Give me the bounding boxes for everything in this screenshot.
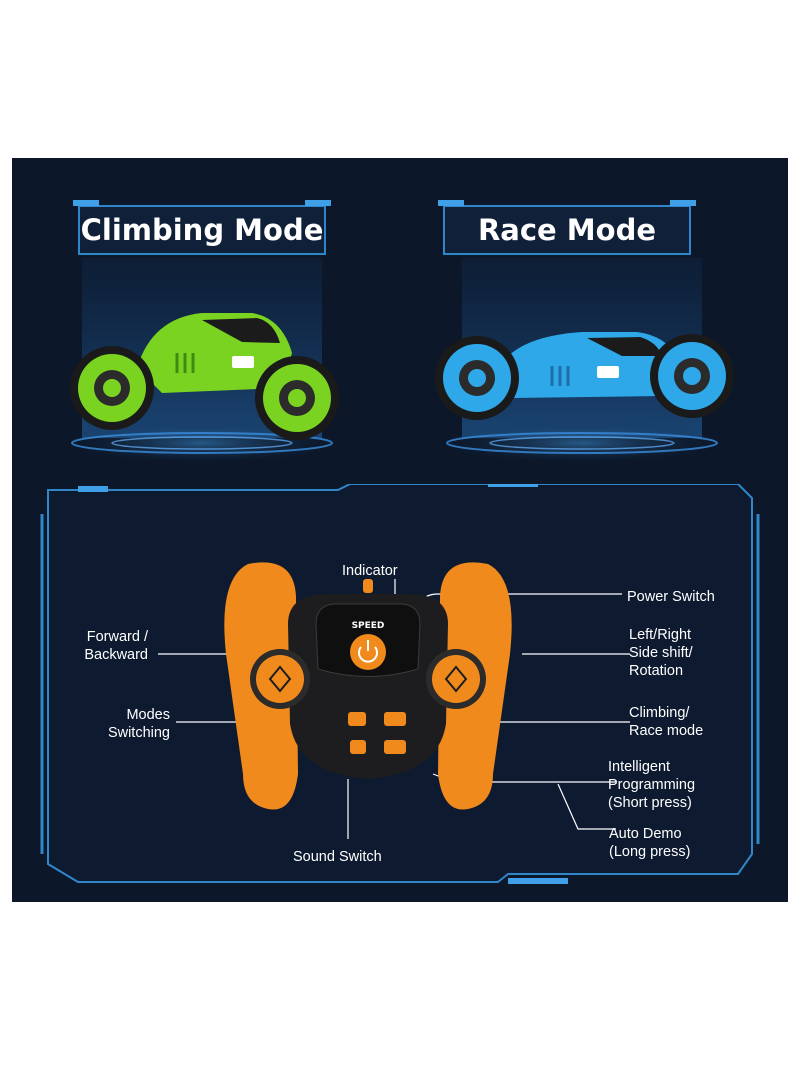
race-mode-title: Race Mode (438, 200, 696, 255)
power-switch-label: Power Switch (627, 589, 715, 605)
mode-switch-icon (348, 712, 366, 726)
climbing-car-image (52, 258, 352, 465)
power-icon (358, 646, 378, 663)
race-car-image (427, 258, 737, 465)
controller-diagram: SPEED Indicator Power Switch Forward / B… (38, 484, 762, 894)
remote-controller-image: SPEED (224, 562, 512, 810)
product-feature-panel: Climbing Mode Race Mode (12, 158, 788, 902)
auto-demo-label: Auto Demo (Long press) (609, 826, 691, 860)
indicator-label: Indicator (342, 563, 398, 579)
power-button (350, 634, 386, 670)
sound-icon (350, 740, 366, 754)
speed-label: SPEED (352, 621, 385, 631)
left-right-label: Left/Right Side shift/ Rotation (629, 627, 693, 679)
modes-switching-label: Modes Switching (107, 707, 170, 741)
climbing-race-label: Climbing/ Race mode (629, 705, 704, 739)
sound-switch-label: Sound Switch (293, 849, 382, 865)
right-joystick (432, 655, 480, 703)
intelligent-programming-label: Intelligent Programming (Short press) (608, 759, 696, 811)
program-icon (384, 740, 406, 754)
direction-arrows-icon (268, 665, 292, 693)
race-mode-text: Race Mode (477, 213, 657, 247)
left-joystick (256, 655, 304, 703)
climbing-mode-title: Climbing Mode (73, 200, 331, 255)
climbing-mode-text: Climbing Mode (80, 213, 324, 247)
direction-arrows-icon (444, 665, 468, 693)
car-icon (384, 712, 406, 726)
forward-backward-label: Forward / Backward (84, 629, 148, 663)
